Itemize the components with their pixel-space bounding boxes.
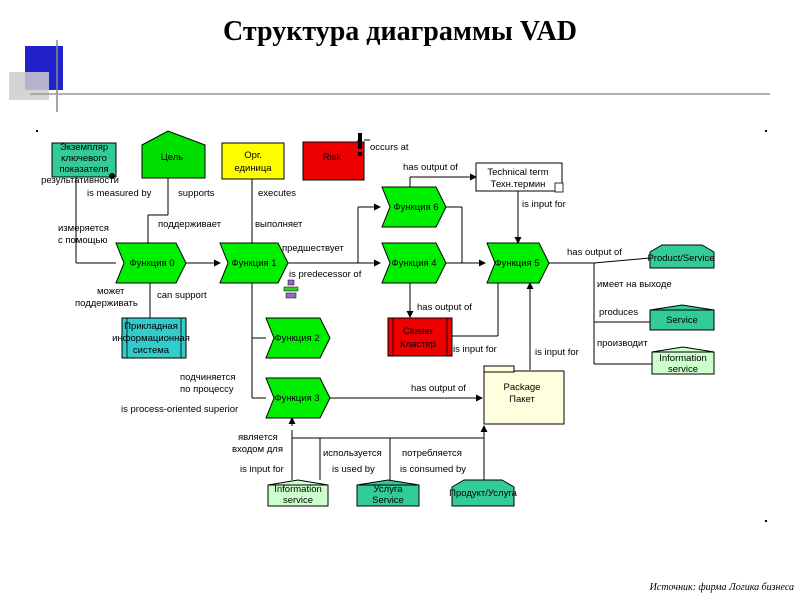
package-label-2: Пакет xyxy=(509,394,535,405)
label-predshestvuet: предшествует xyxy=(282,243,345,254)
connections xyxy=(75,139,652,480)
information-service-right-node[interactable]: Information service xyxy=(651,346,715,375)
label-mozhet-1: может xyxy=(97,286,125,297)
function-0-label: Функция 0 xyxy=(129,258,174,269)
label-potreblyaetsya: потребляется xyxy=(402,448,462,459)
label-can-support: can support xyxy=(157,290,207,301)
package-label-1: Package xyxy=(504,382,541,393)
term-label-1: Technical term xyxy=(487,167,548,178)
information-service-bottom-node[interactable]: Information service xyxy=(267,479,329,507)
cluster-node[interactable]: Cluster Кластер xyxy=(387,317,453,357)
predecessor-icon xyxy=(283,279,299,299)
label-podderzhivaet: поддерживает xyxy=(158,219,222,230)
product-service-node[interactable]: Product/Service xyxy=(647,244,715,269)
label-is-process-oriented-superior: is process-oriented superior xyxy=(121,404,238,415)
risk-label: Risk xyxy=(323,152,342,163)
label-is-input-for-bottom: is input for xyxy=(240,464,284,475)
app-label-1: Прикладная xyxy=(124,321,178,332)
app-label-2: информационная xyxy=(112,333,190,344)
label-has-output-of-package: has output of xyxy=(411,383,466,394)
service-node[interactable]: Service xyxy=(649,304,715,331)
label-has-output-of-cluster: has output of xyxy=(417,302,472,313)
function-5-label: Функция 5 xyxy=(494,258,539,269)
uslugi-service-label-2: Service xyxy=(372,495,404,506)
app-label-3: система xyxy=(133,345,170,356)
label-is-input-for-cluster: is input for xyxy=(453,344,497,355)
label-has-output-of-term: has output of xyxy=(403,162,458,173)
cluster-label-1: Cluster xyxy=(403,326,433,337)
label-is-input-for-package: is input for xyxy=(535,347,579,358)
info-service-right-label-1: Information xyxy=(659,353,707,364)
info-service-bottom-label-2: service xyxy=(283,495,313,506)
function-4-label: Функция 4 xyxy=(391,258,436,269)
label-is-input-for-term: is input for xyxy=(522,199,566,210)
product-service-label: Product/Service xyxy=(647,253,714,264)
uslugi-service-label-1: Услуга xyxy=(374,484,404,495)
label-imeet-na-vyhode: имеет на выходе xyxy=(597,279,672,290)
label-vypolnyaet: выполняет xyxy=(255,219,303,230)
label-yavlyaetsya-2: входом для xyxy=(232,444,283,455)
label-is-measured-by: is measured by xyxy=(87,188,152,199)
slide-decoration xyxy=(9,40,770,112)
risk-node[interactable]: Risk xyxy=(302,133,365,181)
service-label: Service xyxy=(666,315,698,326)
info-service-bottom-label-1: Information xyxy=(274,484,322,495)
function-0-node[interactable]: Функция 0 xyxy=(115,242,187,284)
label-yavlyaetsya-1: является xyxy=(238,432,278,443)
label-occurs-at: occurs at xyxy=(370,142,409,153)
function-5-node[interactable]: Функция 5 xyxy=(486,242,550,284)
technical-term-node[interactable]: Technical term Техн.термин xyxy=(475,162,564,193)
org-unit-label-2: единица xyxy=(234,163,272,174)
package-node[interactable]: Package Пакет xyxy=(483,365,565,425)
label-supports: supports xyxy=(178,188,215,199)
application-system-node[interactable]: Прикладная информационная система xyxy=(112,317,190,359)
function-4-node[interactable]: Функция 4 xyxy=(381,242,447,284)
label-ispolzuetsya: используется xyxy=(323,448,382,459)
function-1-label: Функция 1 xyxy=(231,258,276,269)
uslugi-service-node[interactable]: Услуга Service xyxy=(356,479,420,507)
goal-label: Цель xyxy=(161,152,184,163)
label-mozhet-2: поддерживать xyxy=(75,298,138,309)
cluster-label-2: Кластер xyxy=(400,339,436,350)
label-produces: produces xyxy=(599,307,638,318)
function-1-node[interactable]: Функция 1 xyxy=(219,242,289,284)
source-note: Источник: фирма Логика бизнеса xyxy=(649,582,794,593)
function-3-label: Функция 3 xyxy=(274,393,319,404)
label-izmeryaetsya-1: измеряется xyxy=(58,223,109,234)
page-title: Структура диаграммы VAD xyxy=(223,16,577,47)
label-is-predecessor-of: is predecessor of xyxy=(289,269,362,280)
label-podchinyaetsya-1: подчиняется xyxy=(180,372,236,383)
function-3-node[interactable]: Функция 3 xyxy=(265,377,331,419)
label-is-used-by: is used by xyxy=(332,464,375,475)
label-is-consumed-by: is consumed by xyxy=(400,464,466,475)
goal-node[interactable]: Цель xyxy=(141,130,206,179)
function-2-label: Функция 2 xyxy=(274,333,319,344)
relation-labels: occurs at has output of is measured by s… xyxy=(58,142,672,475)
corner-marks xyxy=(36,130,767,522)
label-podchinyaetsya-2: по процессу xyxy=(180,384,234,395)
label-proizvodit: производит xyxy=(597,338,648,349)
info-service-right-label-2: service xyxy=(668,364,698,375)
term-label-2: Техн.термин xyxy=(491,179,546,190)
product-usluga-label: Продукт/Услуга xyxy=(449,488,517,499)
function-6-node[interactable]: Функция 6 xyxy=(381,186,447,228)
function-2-node[interactable]: Функция 2 xyxy=(265,317,331,359)
org-unit-label-1: Орг. xyxy=(244,150,262,161)
label-has-output-of-product: has output of xyxy=(567,247,622,258)
function-6-label: Функция 6 xyxy=(393,202,438,213)
label-izmeryaetsya-2: с помощью xyxy=(58,235,108,246)
org-unit-node[interactable]: Орг. единица xyxy=(221,142,285,180)
product-usluga-node[interactable]: Продукт/Услуга xyxy=(449,479,518,507)
label-executes: executes xyxy=(258,188,296,199)
